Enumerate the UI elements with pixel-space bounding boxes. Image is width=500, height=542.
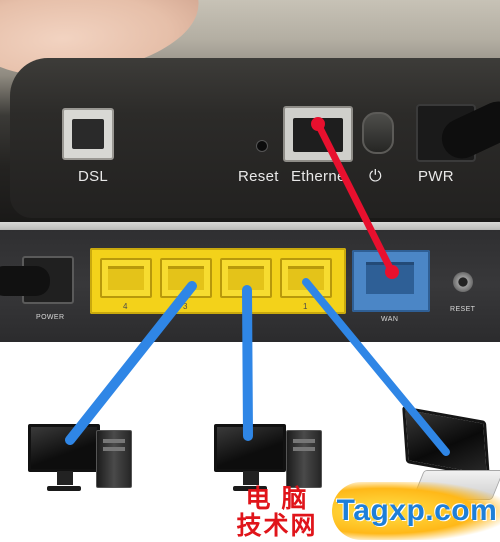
router-reset-hole — [453, 272, 473, 292]
dsl-label: DSL — [78, 168, 109, 185]
lan-3-label: 3 — [183, 302, 188, 311]
router-back-photo: 4 3 2 1 POWER WAN RESET — [0, 222, 500, 342]
pwr-label: PWR — [418, 168, 454, 185]
monitor-stand-left — [47, 486, 81, 491]
lan-link-line-right — [302, 278, 450, 456]
wan-label: WAN — [381, 316, 399, 323]
watermark-cn-line1: 电 脑 — [245, 485, 309, 513]
watermark-cn-line2: 技术网 — [236, 512, 318, 540]
power-symbol-icon: ⏻ — [369, 168, 382, 185]
lan-link-line-left — [65, 281, 197, 445]
monitor-stand-middle — [233, 486, 267, 491]
lan-1-label: 1 — [303, 302, 308, 311]
lan-port-4 — [100, 258, 152, 298]
desktop-monitor-left — [28, 424, 100, 485]
watermark-site: Tagxp.com — [332, 482, 500, 540]
ethernet-label: Etherne — [291, 168, 346, 185]
modem-back-photo: DSL Reset Etherne ⏻ PWR — [0, 0, 500, 222]
lan-link-line-middle — [242, 285, 253, 441]
dsl-port — [62, 108, 114, 160]
lan-4-label: 4 — [123, 302, 128, 311]
lan-port-1 — [280, 258, 332, 298]
router-power-cable — [0, 266, 50, 296]
reset-label: Reset — [238, 168, 279, 185]
desktop-tower-middle — [286, 430, 322, 488]
router-reset-label: RESET — [450, 306, 476, 313]
modem-power-button — [362, 112, 394, 154]
desktop-tower-left — [96, 430, 132, 488]
modem-reset-hole — [256, 140, 268, 152]
wan-link-start-dot — [311, 117, 325, 131]
router-power-label: POWER — [36, 314, 65, 321]
watermark-chinese: 电 脑 技术网 — [222, 486, 332, 540]
wan-link-end-dot — [385, 265, 399, 279]
wan-link-line — [314, 120, 396, 276]
